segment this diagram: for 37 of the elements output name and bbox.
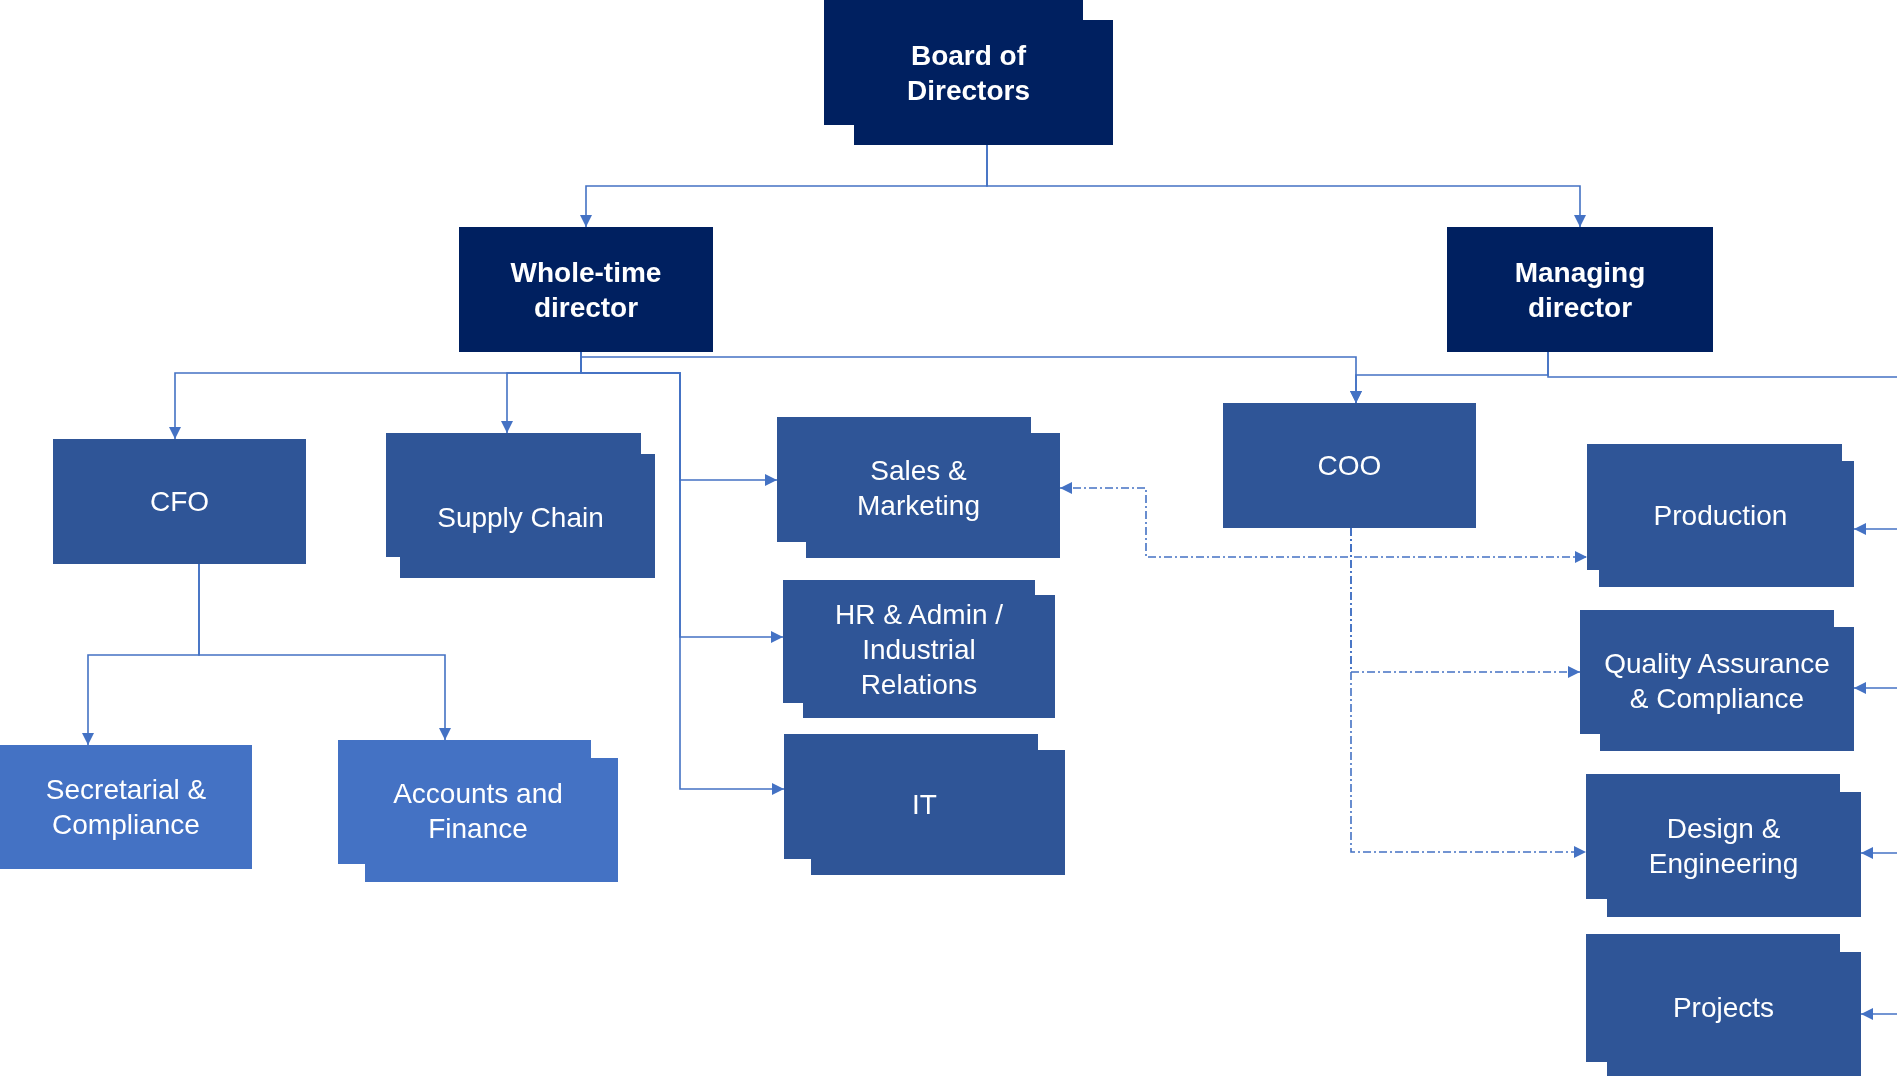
connector — [1853, 523, 1897, 535]
stacked-box — [784, 734, 1065, 875]
connector — [986, 144, 1586, 228]
box-label: CFO — [149, 485, 210, 519]
stacked-box — [386, 433, 655, 578]
org-box — [1447, 227, 1713, 352]
box-label: IT — [912, 788, 937, 822]
box-label: Accounts and Finance — [392, 777, 564, 846]
box-label: Whole-time director — [509, 255, 663, 325]
box-label: Projects — [1672, 990, 1775, 1025]
connector — [1860, 1008, 1897, 1020]
box-label: Quality Assurance & Compliance — [1603, 646, 1831, 716]
org-box — [53, 439, 306, 564]
box-label: Managing director — [1513, 255, 1647, 325]
connector — [1853, 682, 1897, 694]
org-box — [1223, 403, 1476, 528]
box-label: COO — [1317, 449, 1382, 483]
box-label: Secretarial & Compliance — [44, 773, 208, 842]
box-label: Sales & Marketing — [856, 453, 981, 523]
stacked-box — [1587, 444, 1854, 587]
box-label: Board of Directors — [906, 38, 1031, 108]
stacked-box — [824, 0, 1113, 145]
stacked-box — [783, 580, 1055, 718]
connector — [1860, 847, 1897, 859]
stacked-box — [1586, 774, 1861, 917]
box-label: Production — [1653, 499, 1788, 533]
stacked-box — [1580, 610, 1854, 751]
box-label: Supply Chain — [437, 501, 604, 535]
box-label: HR & Admin / Industrial Relations — [833, 597, 1005, 702]
connector — [1547, 351, 1897, 378]
connector — [198, 563, 451, 741]
stacked-box — [338, 740, 618, 882]
org-box — [0, 745, 252, 869]
box-label: Design & Engineering — [1647, 811, 1800, 881]
org-box — [459, 227, 713, 352]
stacked-box — [1586, 934, 1861, 1076]
stacked-box — [777, 417, 1060, 558]
